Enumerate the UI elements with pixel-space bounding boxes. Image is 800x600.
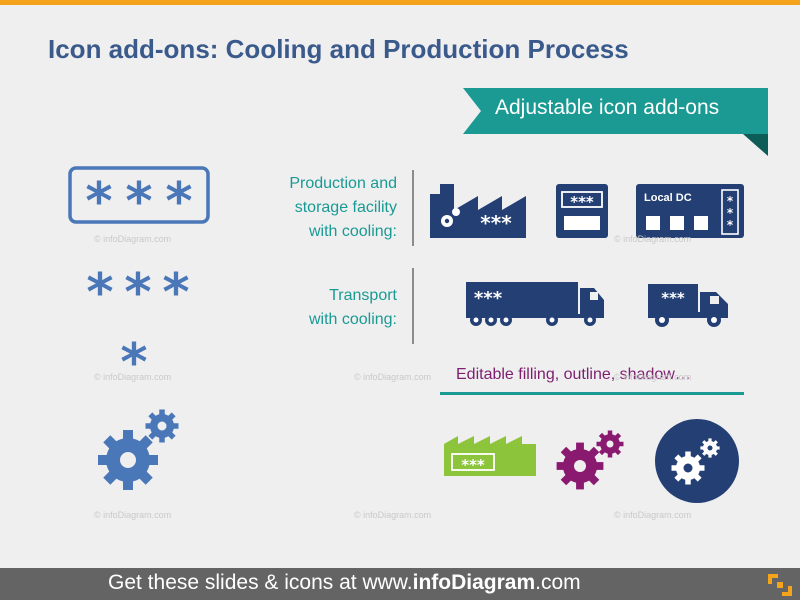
asterisk-single-icon[interactable]: * <box>112 334 156 378</box>
watermark: © infoDiagram.com <box>614 510 692 520</box>
footer-text[interactable]: Get these slides & icons at www.infoDiag… <box>108 571 581 594</box>
asterisk-box-icon[interactable]: *** <box>68 166 210 224</box>
cooling-box-icon[interactable]: *** <box>556 184 608 238</box>
svg-text:***: *** <box>661 289 685 307</box>
truck-small-icon[interactable]: *** <box>648 284 730 330</box>
transport-divider <box>412 268 414 344</box>
gears-magenta-icon[interactable] <box>556 428 628 490</box>
footer-bar: Get these slides & icons at www.infoDiag… <box>0 568 800 600</box>
svg-text:*: * <box>727 206 734 220</box>
watermark: © infoDiagram.com <box>354 510 432 520</box>
svg-text:*: * <box>727 194 734 208</box>
factory-green-icon[interactable]: *** <box>444 436 536 476</box>
page-title: Icon add-ons: Cooling and Production Pro… <box>48 34 629 64</box>
svg-text:***: *** <box>474 288 503 309</box>
svg-text:*: * <box>165 172 192 224</box>
ribbon-shape <box>463 88 768 156</box>
ribbon-banner: Adjustable icon add-ons <box>463 88 768 156</box>
transport-label: Transport with cooling: <box>308 287 397 328</box>
watermark: © infoDiagram.com <box>94 510 172 520</box>
svg-text:*: * <box>86 263 113 310</box>
svg-text:*: * <box>125 172 152 224</box>
ribbon-text: Adjustable icon add-ons <box>495 96 720 119</box>
watermark: © infoDiagram.com <box>94 234 172 244</box>
svg-text:***: *** <box>461 456 485 474</box>
factory-asterisks: *** <box>480 211 512 235</box>
svg-text:*: * <box>727 218 734 232</box>
production-label: Production and storage facility with coo… <box>289 175 397 240</box>
svg-text:*: * <box>124 263 151 310</box>
editable-note: Editable filling, outline, shadow… <box>456 366 691 383</box>
factory-icon[interactable]: *** <box>430 184 526 238</box>
watermark: © infoDiagram.com <box>354 372 432 382</box>
watermark: © infoDiagram.com <box>614 372 692 382</box>
truck-large-icon[interactable]: *** <box>466 282 606 328</box>
production-divider <box>412 170 414 246</box>
watermark: © infoDiagram.com <box>614 234 692 244</box>
local-dc-text: Local DC <box>644 192 692 204</box>
watermark: © infoDiagram.com <box>94 372 172 382</box>
svg-text:*: * <box>162 263 189 310</box>
asterisk-row-icon[interactable]: *** <box>80 260 196 310</box>
top-accent-bar <box>0 0 800 5</box>
local-dc-icon[interactable]: Local DC *** <box>636 184 744 238</box>
svg-text:***: *** <box>570 193 594 211</box>
gears-icon[interactable] <box>96 406 186 492</box>
logo-corner-icon <box>768 574 792 596</box>
note-underline <box>440 392 744 395</box>
svg-text:*: * <box>120 334 147 378</box>
gears-circle-icon[interactable] <box>654 418 740 504</box>
svg-text:*: * <box>85 172 112 224</box>
